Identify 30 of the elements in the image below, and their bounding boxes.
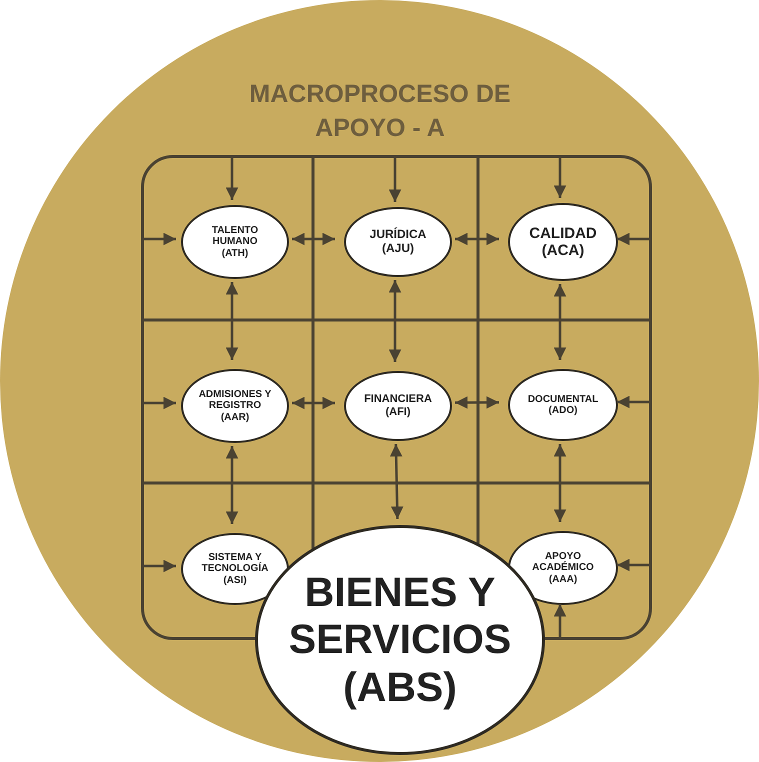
arrow [226, 157, 238, 200]
arrow [554, 604, 566, 638]
node-label: BIENES Y SERVICIOS (ABS) [288, 569, 512, 711]
heading-text: MACROPROCESO DE APOYO - A [248, 79, 512, 144]
arrow [143, 232, 176, 246]
arrow [617, 232, 650, 246]
node-label: CALIDAD (ACA) [528, 224, 598, 260]
node-label: TALENTO HUMANO (ATH) [210, 224, 260, 260]
arrow [143, 396, 176, 410]
arrow [226, 446, 238, 524]
arrow [455, 232, 499, 246]
node-label: SISTEMA Y TECNOLOGÍA (ASI) [200, 552, 270, 586]
node-label: APOYO ACADÉMICO (AAA) [531, 550, 595, 586]
node-label: JURÍDICA (AJU) [368, 228, 428, 256]
node-label: ADMISIONES Y REGISTRO (AAR) [198, 388, 272, 424]
arrow [388, 280, 402, 362]
arrow [143, 560, 176, 572]
arrow [617, 558, 650, 572]
arrow [554, 444, 566, 522]
arrow [292, 232, 335, 246]
arrow [390, 444, 404, 520]
arrow [455, 396, 499, 409]
arrow [226, 282, 238, 360]
arrow [292, 396, 335, 410]
arrow [388, 157, 402, 202]
node-label: FINANCIERA (AFI) [363, 393, 433, 419]
arrow [554, 157, 566, 198]
arrow [554, 284, 566, 360]
arrow [617, 396, 650, 408]
node-label: DOCUMENTAL (ADO) [526, 394, 600, 416]
